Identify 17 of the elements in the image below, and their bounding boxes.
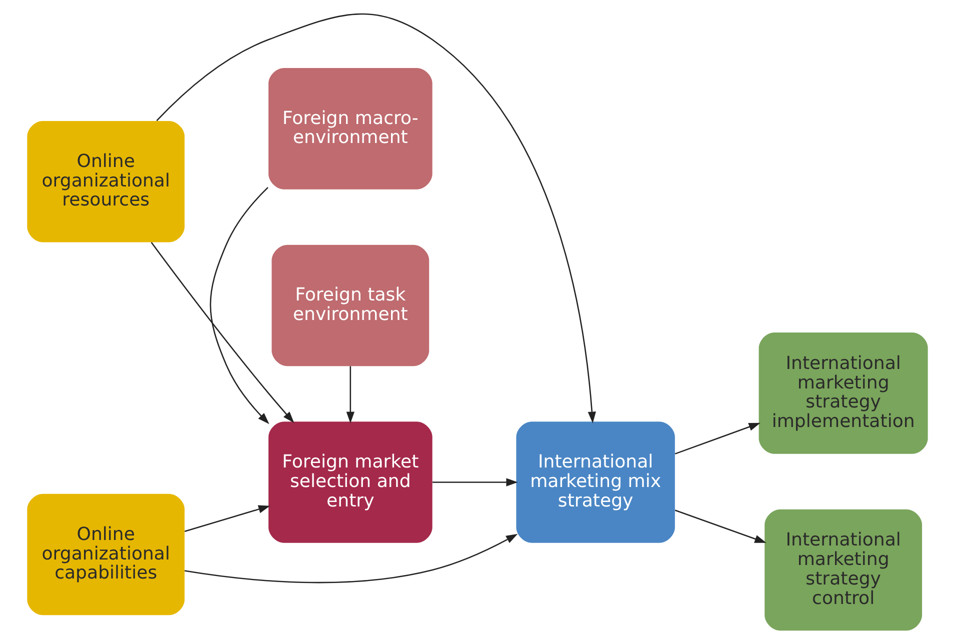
arrow (432, 478, 518, 486)
arrow (150, 242, 294, 424)
node-box: Online organizational resources (27, 120, 185, 242)
arrow (184, 505, 270, 532)
arrow (674, 510, 766, 543)
arrow (346, 366, 354, 424)
node-box: International marketing strategy implementation (758, 332, 928, 454)
arrow (210, 186, 270, 424)
arrow (184, 534, 518, 584)
arrow (156, 14, 596, 424)
arrow (674, 422, 760, 454)
node-box: Foreign macro-environment (268, 68, 432, 190)
node-box: Foreign task environment (272, 244, 430, 366)
node-box: International marketing strategy control (764, 509, 922, 631)
node-box: Online organizational capabilities (27, 494, 185, 616)
node-box: International marketing mix strategy (516, 422, 675, 543)
node-box: Foreign market selection and entry (268, 422, 432, 543)
